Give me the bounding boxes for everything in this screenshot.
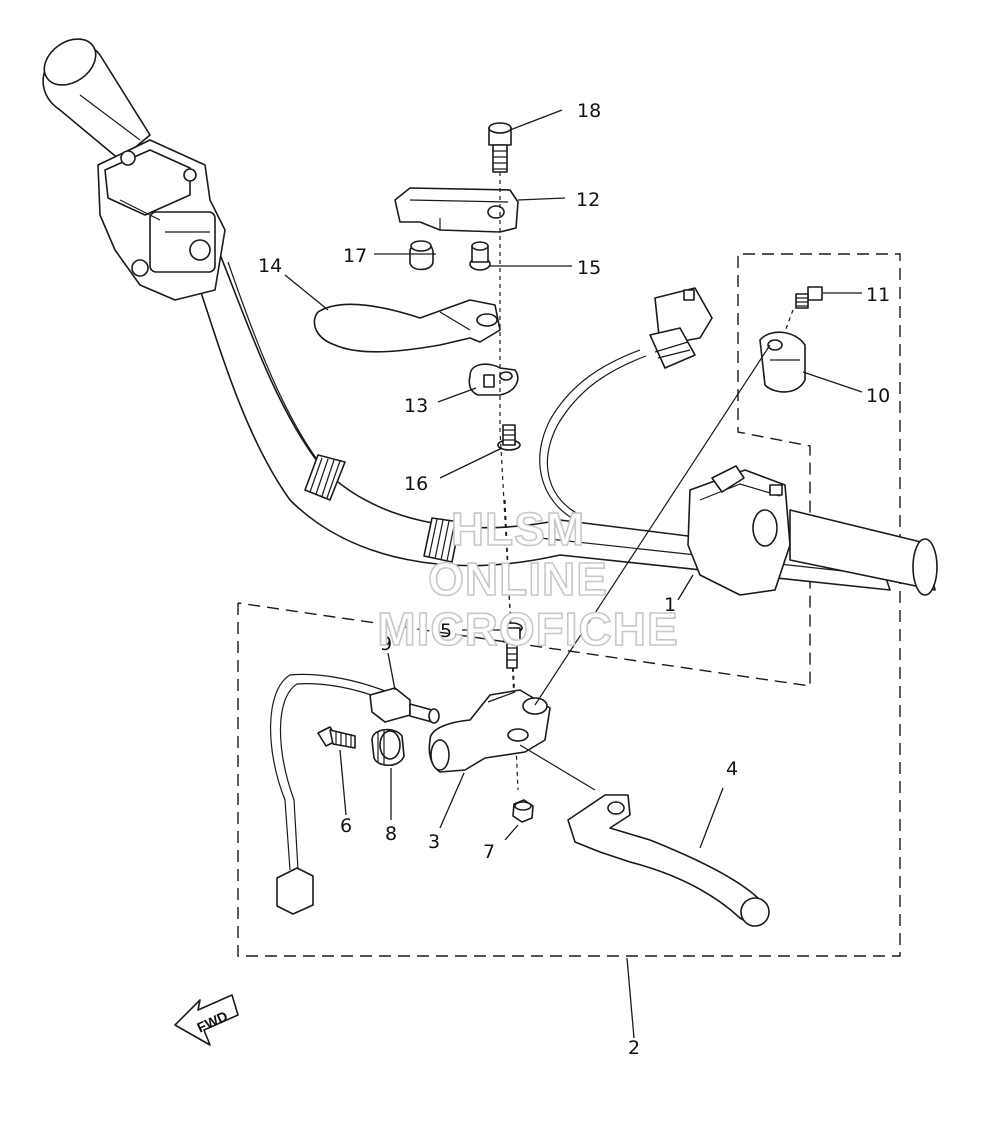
- watermark-line-1: HLSM: [451, 503, 585, 555]
- switch-bracket-10: [759, 331, 806, 393]
- lever-4: [567, 794, 770, 927]
- cap-17: [409, 240, 434, 271]
- label-14: 14: [258, 255, 282, 277]
- label-12: 12: [576, 189, 600, 211]
- clutch-switch-9: [369, 687, 440, 724]
- callout-leaders: [284, 109, 863, 1039]
- adjuster-bolt-6: [317, 726, 356, 749]
- label-2: 2: [628, 1037, 640, 1059]
- assembly-axis-3: [779, 309, 794, 346]
- label-15: 15: [577, 257, 601, 279]
- label-17: 17: [343, 245, 367, 267]
- lever-14: [313, 299, 501, 353]
- plate-13: [468, 363, 519, 396]
- screw-11: [795, 286, 823, 309]
- label-5: 5: [440, 620, 452, 642]
- label-10: 10: [866, 385, 890, 407]
- bolt-18: [488, 122, 512, 173]
- group-outline-clutch-assembly: [237, 253, 901, 957]
- watermark: HLSM ONLINE MICROFICHE: [377, 502, 679, 656]
- lever-holder-3: [428, 689, 551, 773]
- label-18: 18: [577, 100, 601, 122]
- assembly-axis: [499, 172, 516, 701]
- label-4: 4: [726, 758, 738, 780]
- nut-7: [512, 799, 534, 823]
- right-grip-end: [789, 509, 938, 596]
- collar-15: [469, 241, 491, 271]
- assembly-line-bracket: [534, 344, 771, 706]
- bolt-5: [501, 622, 523, 669]
- label-3: 3: [428, 831, 440, 853]
- label-8: 8: [385, 823, 397, 845]
- label-1: 1: [664, 594, 676, 616]
- handlebar: [189, 229, 891, 591]
- forward-direction-arrow: FWD: [174, 994, 239, 1046]
- label-13: 13: [404, 395, 428, 417]
- label-9: 9: [380, 633, 392, 655]
- lever-holder: [394, 187, 519, 233]
- watermark-line-2: ONLINE: [428, 553, 608, 605]
- switch-cable: [270, 673, 396, 915]
- throttle-grip: [42, 38, 151, 161]
- label-16: 16: [404, 473, 428, 495]
- locknut-8: [371, 728, 405, 767]
- part-labels: 18 12 17 15 14 11 10 13 16 1 5 9 4 6 8 3…: [258, 100, 890, 1059]
- screw-16: [497, 424, 521, 451]
- watermark-line-3: MICROFICHE: [377, 603, 678, 655]
- switch-wiring: [539, 287, 713, 521]
- master-cylinder: [97, 139, 226, 301]
- label-11: 11: [866, 284, 890, 306]
- assembly-line-lever: [519, 744, 596, 791]
- label-6: 6: [340, 815, 352, 837]
- handlebar-switch: [687, 465, 791, 596]
- label-7: 7: [483, 841, 495, 863]
